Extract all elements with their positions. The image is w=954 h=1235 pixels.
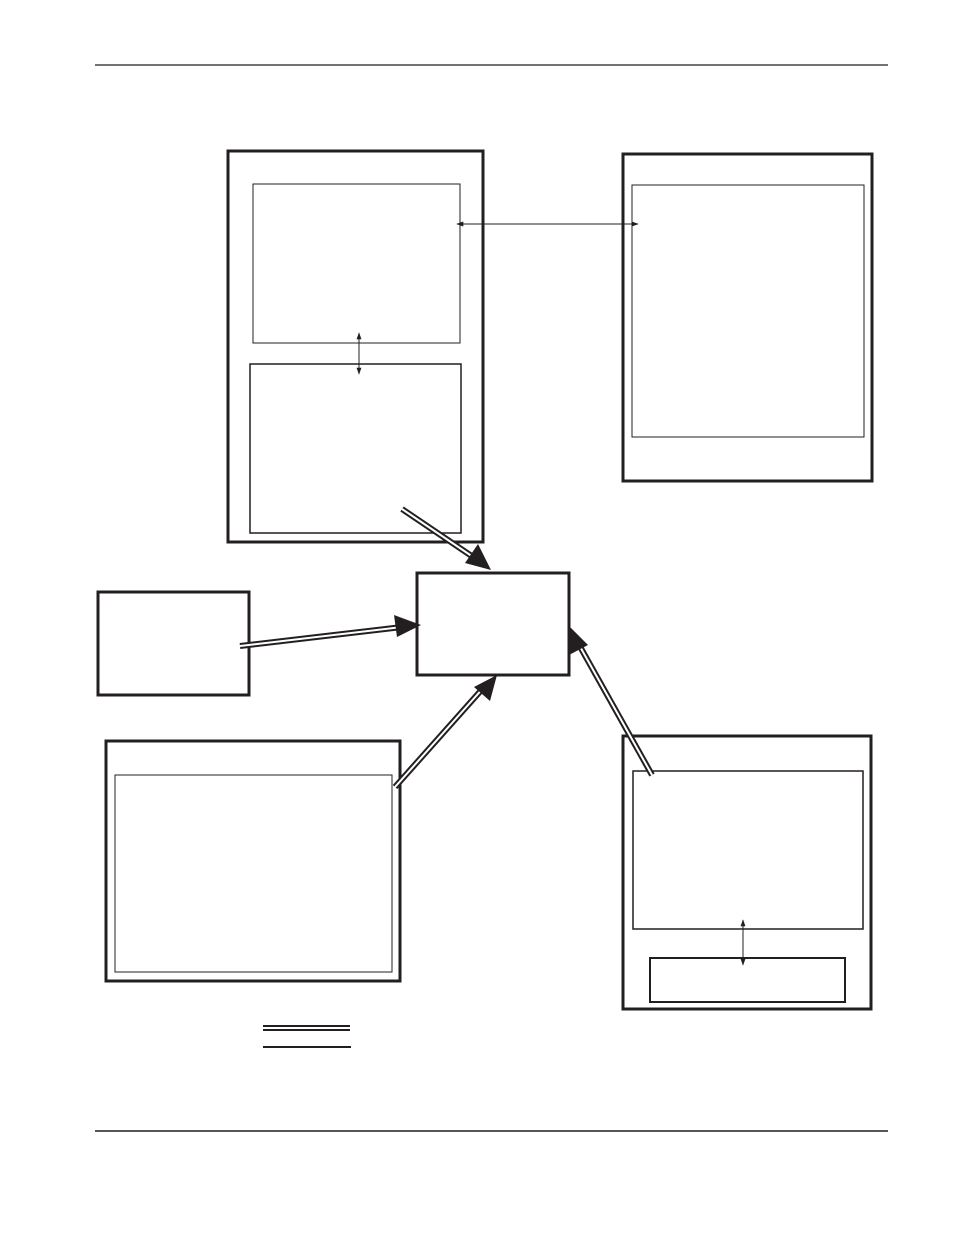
arrow-upper-left-to-hub (400, 506, 491, 570)
arrow-lower-left-to-hub (392, 675, 497, 789)
lower-right-panel (632, 770, 864, 930)
upper-left-bottom-panel (249, 363, 462, 534)
upper-right-group (621, 152, 874, 483)
lower-right-group (621, 734, 873, 1011)
center-hub-box (415, 571, 571, 677)
lower-right-bottom-panel (649, 957, 846, 1003)
upper-left-container (226, 149, 485, 544)
upper-left-top-panel (252, 183, 461, 344)
lower-right-container (621, 734, 873, 1011)
arrow-lower-right-to-hub (569, 627, 655, 777)
arrow-left-box-to-hub (239, 615, 421, 649)
lower-left-container (104, 739, 402, 983)
upper-left-group (226, 149, 485, 544)
lower-left-group (104, 739, 402, 983)
legend (263, 1025, 351, 1048)
lower-left-panel (114, 774, 393, 973)
upper-right-container (621, 152, 874, 483)
upper-right-panel (631, 184, 865, 438)
left-small-box (96, 590, 251, 697)
